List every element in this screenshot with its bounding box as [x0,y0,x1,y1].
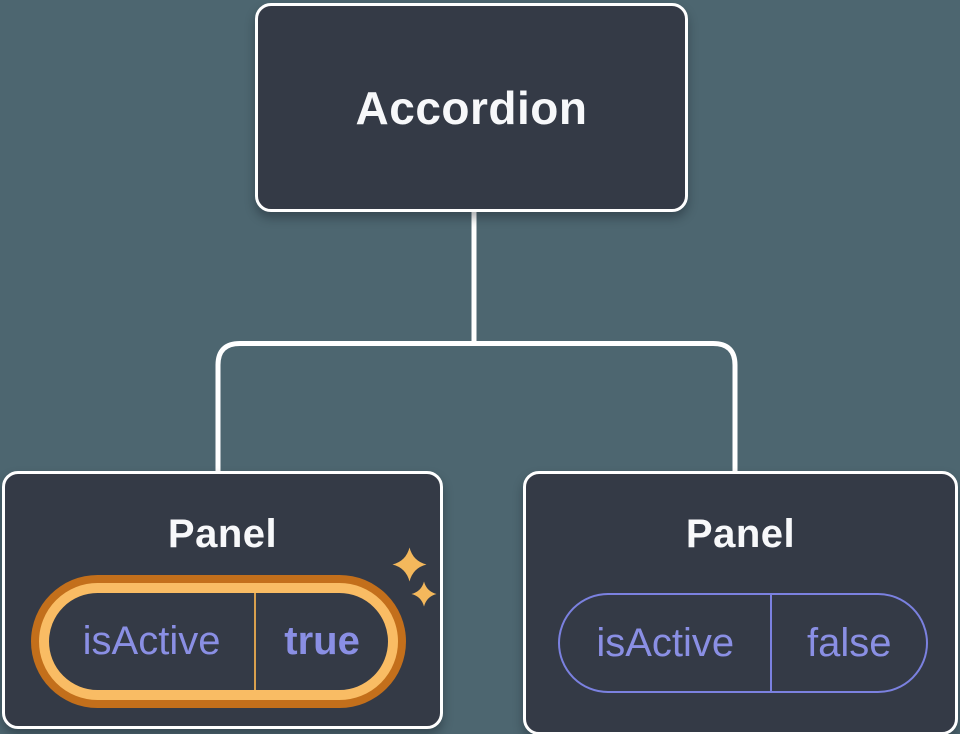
badge-divider [254,593,257,690]
node-accordion: Accordion [255,3,688,212]
node-panel-inactive: Panel isActive false [523,471,958,734]
prop-value: false [806,620,892,665]
sparkles-icon [392,547,437,607]
prop-name: isActive [82,619,221,663]
prop-badge-active: isActive true [39,583,398,700]
node-panel-active-label: Panel [167,512,278,556]
sparkle-large [392,547,427,582]
node-panel-active: Panel isActive true [2,471,443,729]
sparkle-small [411,581,437,607]
node-accordion-label: Accordion [355,81,588,134]
connector-bracket [215,341,738,472]
badge-divider [770,595,773,691]
prop-value: true [284,619,360,663]
prop-name: isActive [596,620,735,665]
node-panel-inactive-label: Panel [685,512,796,556]
prop-badge-inactive: isActive false [558,593,928,693]
